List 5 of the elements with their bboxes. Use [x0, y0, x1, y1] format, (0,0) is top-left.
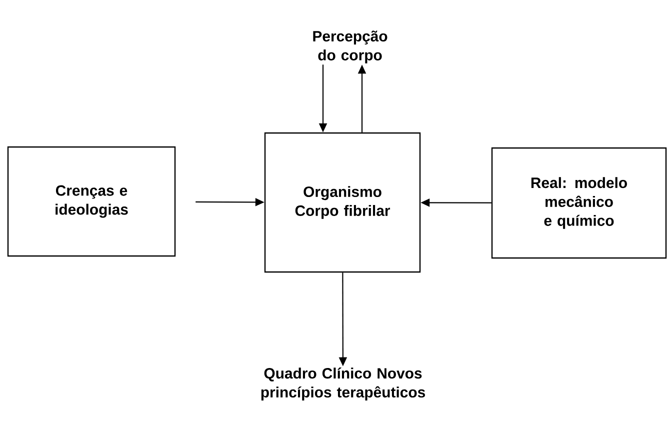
process-box: Crenças e ideologias: [7, 146, 176, 257]
process-box: Real: modelo mecânico e químico: [491, 147, 667, 259]
process-box: Organismo Corpo fibrilar: [264, 132, 421, 273]
node-text: Quadro Clínico Novos princípios terapêuticos: [261, 368, 425, 400]
node-text: Percepção do corpo: [313, 30, 388, 64]
